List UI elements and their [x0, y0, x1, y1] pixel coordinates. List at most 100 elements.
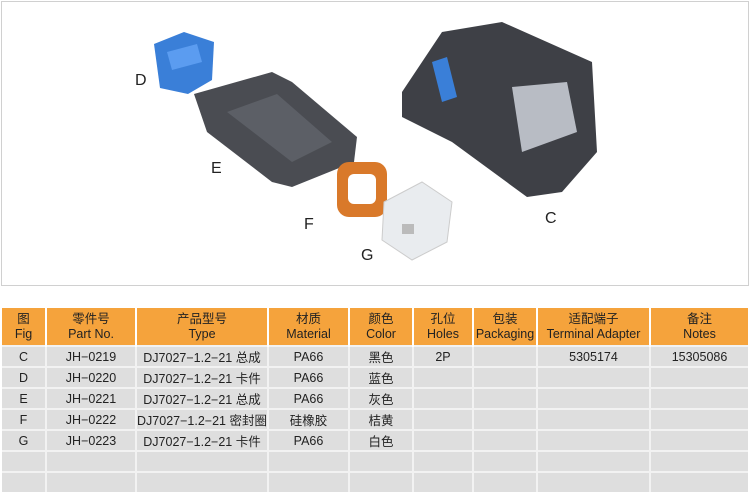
table-cell: [472, 471, 537, 492]
table-cell: [472, 345, 537, 367]
table-cell: F: [2, 408, 46, 430]
table-cell: [536, 408, 650, 430]
table-cell: DJ7027−1.2−21 总成: [135, 345, 268, 367]
table-cell: [649, 450, 748, 472]
table-cell: [649, 408, 748, 430]
table-cell: [649, 471, 748, 492]
header-en: Type: [188, 326, 216, 341]
table-cell: DJ7027−1.2−21 卡件: [135, 366, 268, 388]
table-cell: [135, 471, 268, 492]
table-cell: [412, 429, 473, 451]
table-cell: E: [2, 387, 46, 409]
table-cell: [536, 471, 650, 492]
table-cell: [649, 366, 748, 388]
table-cell: JH−0220: [45, 366, 136, 388]
header-en: Part No.: [68, 326, 114, 341]
label-c: C: [545, 210, 557, 227]
header-zh: 颜色: [368, 311, 394, 326]
table-cell: [536, 450, 650, 472]
table-cell: 白色: [348, 429, 413, 451]
table-cell: DJ7027−1.2−21 密封圈: [135, 408, 268, 430]
table-cell: [348, 450, 413, 472]
part-e-gray-housing: [194, 72, 357, 187]
header-zh: 产品型号: [176, 311, 227, 326]
table-cell: 硅橡胶: [267, 408, 349, 430]
table-cell: PA66: [267, 387, 349, 409]
header-zh: 孔位: [430, 311, 456, 326]
table-cell: [472, 366, 537, 388]
table-cell: [267, 450, 349, 472]
table-cell: [2, 450, 46, 472]
table-cell: D: [2, 366, 46, 388]
table-cell: [45, 471, 136, 492]
table-cell: [472, 450, 537, 472]
table-row: [2, 450, 748, 472]
table-cell: [267, 471, 349, 492]
table-cell: [412, 366, 473, 388]
part-c-connector-assembly: [402, 22, 597, 197]
table-cell: 桔黄: [348, 408, 413, 430]
table-cell: JH−0223: [45, 429, 136, 451]
table-cell: [412, 387, 473, 409]
table-cell: [412, 471, 473, 492]
label-e: E: [211, 160, 222, 177]
table-cell: JH−0221: [45, 387, 136, 409]
table-cell: JH−0219: [45, 345, 136, 367]
table-cell: [649, 387, 748, 409]
table-cell: [472, 429, 537, 451]
product-photo: D E F G C: [1, 1, 749, 286]
header-zh: 备注: [686, 311, 712, 326]
header-en: Fig: [14, 326, 33, 341]
header-zh: 零件号: [72, 311, 110, 326]
header-zh: 适配端子: [568, 311, 619, 326]
part-f-orange-seal: [337, 162, 387, 217]
table-cell: JH−0222: [45, 408, 136, 430]
table-cell: [45, 450, 136, 472]
part-d-blue-clip: [154, 32, 214, 94]
part-g-white-clip: [381, 181, 453, 261]
header-en: Packaging: [475, 326, 535, 341]
table-cell: [536, 366, 650, 388]
label-d: D: [135, 72, 147, 89]
table-row: [2, 471, 748, 492]
header-en: Color: [366, 326, 396, 341]
header-en: Terminal Adapter: [546, 326, 641, 341]
table-cell: [536, 387, 650, 409]
table-cell: DJ7027−1.2−21 卡件: [135, 429, 268, 451]
table-cell: 15305086: [649, 345, 748, 367]
table-cell: C: [2, 345, 46, 367]
table-cell: [412, 450, 473, 472]
header-zh: 材质: [295, 311, 321, 326]
label-g: G: [361, 247, 374, 264]
table-cell: PA66: [267, 366, 349, 388]
table-cell: PA66: [267, 429, 349, 451]
table-cell: DJ7027−1.2−21 总成: [135, 387, 268, 409]
header-zh: 图: [17, 311, 30, 326]
header-en: Material: [286, 326, 331, 341]
table-cell: [472, 408, 537, 430]
table-cell: G: [2, 429, 46, 451]
connector-parts-illustration: [154, 22, 597, 261]
header-en: Holes: [427, 326, 459, 341]
table-cell: PA66: [267, 345, 349, 367]
table-cell: 5305174: [536, 345, 650, 367]
table-cell: [412, 408, 473, 430]
table-cell: [348, 471, 413, 492]
table-cell: 黑色: [348, 345, 413, 367]
table-cell: [536, 429, 650, 451]
